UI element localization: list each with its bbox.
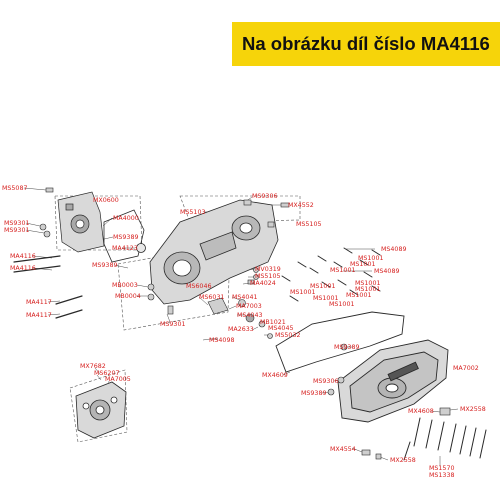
label-MX4552: MX4552 [288,202,314,209]
part-labels: MS5087 MX0600 MS9301 MS9301 MA4116 MA411… [2,185,486,479]
label-MA2633: MA2633 [228,326,254,333]
label-MA7002: MA7002 [453,365,479,372]
label-MS4041: MS4041 [232,294,257,301]
kickstart-parts [207,267,273,340]
label-MS6207: MS6207 [94,370,119,377]
label-MS4043: MS4043 [237,312,262,319]
label-MS4089: MS4089 [381,246,406,253]
label-MS9306: MS9306 [252,193,277,200]
cover-small-parts [327,343,451,460]
label-MS1001: MS1001 [290,289,315,296]
banner-text: Na obrázku díl číslo MA4116 [242,33,490,54]
crankcase-gasket-part [103,209,146,263]
label-MA4123: MA4123 [112,245,138,252]
label-MA4116: MA4116 [10,265,36,272]
label-MS1001: MS1001 [358,255,383,262]
label-MA7005: MA7005 [105,376,131,383]
label-MS5105: MS5105 [255,273,280,280]
label-MS5087: MS5087 [2,185,27,192]
label-MS9306: MS9306 [313,378,338,385]
label-MX2558: MX2558 [460,406,486,413]
label-MX2558: MX2558 [390,457,416,464]
label-MB0004: MB0004 [115,293,141,300]
bolt-array [281,247,381,302]
label-MS5105: MS5105 [296,221,321,228]
label-MS1001: MS1001 [330,267,355,274]
label-MS5103: MS5103 [180,209,205,216]
label-MV0319: MV0319 [255,266,281,273]
label-MX7682: MX7682 [80,363,106,370]
label-MX4554: MX4554 [330,446,356,453]
title-banner: Na obrázku díl číslo MA4116 [232,22,500,66]
label-MS6031: MS6031 [199,294,224,301]
label-MS1338: MS1338 [429,472,454,479]
cover-gasket-part [275,311,405,373]
label-MS1001: MS1001 [355,280,380,287]
label-MS1001: MS1001 [329,301,354,308]
label-MS9389: MS9389 [113,234,138,241]
long-studs [13,255,83,319]
label-MS1001: MS1001 [355,286,380,293]
label-MS9389: MS9389 [92,262,117,269]
label-MS9301: MS9301 [4,220,29,227]
label-MA4000: MA4000 [113,215,139,222]
label-MA4117: MA4117 [26,312,52,319]
label-MS9389: MS9389 [301,390,326,397]
label-MA4117: MA4117 [26,299,52,306]
left-crankcase-part [57,191,105,253]
label-MS1001: MS1001 [350,261,375,268]
label-MA4024: MA4024 [250,280,276,287]
label-MS9389: MS9389 [334,344,359,351]
label-MX4608: MX4608 [408,408,434,415]
label-MS6046: MS6046 [186,283,211,290]
label-MS4045: MS4045 [268,325,293,332]
crankcase-small-parts [147,199,290,315]
label-MS1570: MS1570 [429,465,454,472]
label-MA4116: MA4116 [10,253,36,260]
gearbox-cover-part [75,381,127,439]
label-MS1001: MS1001 [310,283,335,290]
label-MX0600: MX0600 [93,197,119,204]
small-bolts-left [39,187,54,238]
label-MS1001: MS1001 [346,292,371,299]
main-crankcase-part [149,199,279,305]
label-MS4089: MS4089 [374,268,399,275]
label-MS9301: MS9301 [160,321,185,328]
label-MX4609: MX4609 [262,372,288,379]
label-MS5032: MS5032 [275,332,300,339]
label-MS4098: MS4098 [209,337,234,344]
label-MS9301: MS9301 [4,227,29,234]
label-MB1021: MB1021 [260,319,286,326]
cover-bolts [403,417,487,461]
cvt-cover-part [337,339,449,423]
label-MA7003: MA7003 [236,303,262,310]
label-MS1001: MS1001 [313,295,338,302]
label-MB0003: MB0003 [112,282,138,289]
